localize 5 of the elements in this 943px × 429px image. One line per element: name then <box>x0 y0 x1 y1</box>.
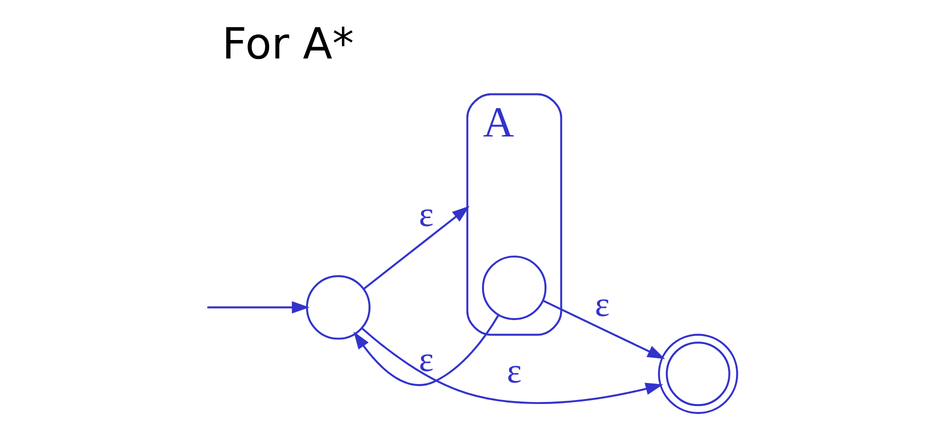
edge-label: ε <box>506 351 522 390</box>
edge-label: ε <box>418 195 434 234</box>
edge-label: ε <box>594 284 610 324</box>
edge-label: ε <box>418 340 434 379</box>
diagram-title: For A* <box>222 19 354 70</box>
